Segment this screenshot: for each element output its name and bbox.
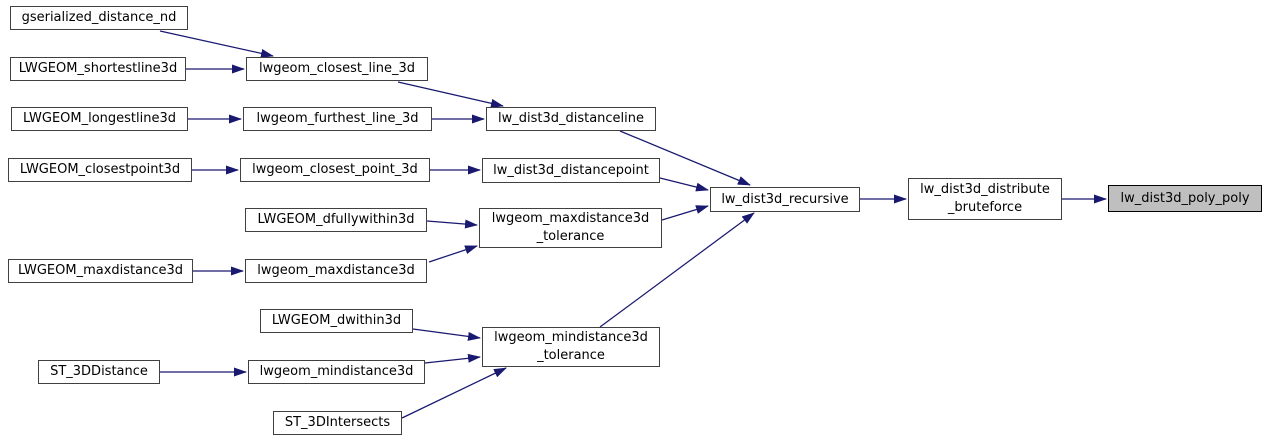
- node-label: LWGEOM_dwithin3d: [271, 313, 402, 328]
- node-label: lwgeom_maxdistance3d: [257, 263, 415, 278]
- node-label: lw_dist3d_recursive: [721, 191, 849, 207]
- node-lwgeom_furthest_line_3d[interactable]: lwgeom_furthest_line_3d: [243, 107, 432, 131]
- node-LWGEOM_closestpoint3d[interactable]: LWGEOM_closestpoint3d: [8, 158, 192, 182]
- node-ST_3DIntersects[interactable]: ST_3DIntersects: [273, 411, 402, 435]
- node-label: lw_dist3d_distanceline: [497, 111, 645, 126]
- node-lwgeom_mindistance3d_tolerance[interactable]: lwgeom_mindistance3d _tolerance: [482, 327, 660, 367]
- node-LWGEOM_maxdistance3d[interactable]: LWGEOM_maxdistance3d: [8, 259, 193, 283]
- node-label: lw_dist3d_distancepoint: [493, 162, 649, 178]
- node-label: _tolerance: [537, 348, 605, 363]
- node-gserialized_distance_nd[interactable]: gserialized_distance_nd: [10, 6, 188, 30]
- edge-lwgeom_closest_line_3d-to-lw_dist3d_distanceline: [397, 81, 504, 108]
- node-label: ST_3DDistance: [50, 364, 148, 379]
- node-label: lwgeom_closest_line_3d: [259, 61, 415, 76]
- edge-lw_dist3d_distanceline-to-lw_dist3d_recursive: [619, 130, 751, 186]
- node-LWGEOM_longestline3d[interactable]: LWGEOM_longestline3d: [11, 107, 188, 131]
- node-LWGEOM_dwithin3d[interactable]: LWGEOM_dwithin3d: [260, 309, 413, 333]
- node-LWGEOM_shortestline3d[interactable]: LWGEOM_shortestline3d: [10, 57, 186, 81]
- node-label: lw_dist3d_poly_poly: [1120, 190, 1250, 206]
- node-ST_3DDistance[interactable]: ST_3DDistance: [38, 360, 160, 384]
- node-label: _tolerance: [536, 229, 605, 244]
- node-lwgeom_closest_point_3d[interactable]: lwgeom_closest_point_3d: [240, 158, 430, 182]
- edge-lwgeom_maxdistance3d-to-lwgeom_maxdistance3d_tolerance: [428, 245, 478, 263]
- node-label: lwgeom_closest_point_3d: [252, 162, 418, 177]
- node-label: _bruteforce: [947, 200, 1023, 215]
- node-lw_dist3d_distribute_bruteforce[interactable]: lw_dist3d_distribute _bruteforce: [908, 178, 1062, 220]
- node-label: LWGEOM_closestpoint3d: [19, 162, 181, 177]
- edge-lwgeom_mindistance3d_tolerance-to-lw_dist3d_recursive: [599, 212, 755, 328]
- edge-lwgeom_mindistance3d-to-lwgeom_mindistance3d_tolerance: [424, 353, 481, 364]
- node-label: lw_dist3d_distribute: [920, 182, 1050, 197]
- node-LWGEOM_dfullywithin3d[interactable]: LWGEOM_dfullywithin3d: [245, 208, 427, 232]
- edge-LWGEOM_dwithin3d-to-lwgeom_mindistance3d_tolerance: [412, 328, 481, 341]
- node-label: LWGEOM_dfullywithin3d: [257, 212, 415, 227]
- node-lw_dist3d_recursive[interactable]: lw_dist3d_recursive: [710, 187, 860, 212]
- node-label: lwgeom_mindistance3d: [494, 330, 648, 345]
- node-label: ST_3DIntersects: [284, 415, 391, 430]
- node-label: LWGEOM_shortestline3d: [18, 61, 178, 76]
- node-lwgeom_maxdistance3d_tolerance[interactable]: lwgeom_maxdistance3d _tolerance: [479, 208, 662, 248]
- node-label: gserialized_distance_nd: [21, 10, 177, 25]
- edge-lw_dist3d_distancepoint-to-lw_dist3d_recursive: [659, 177, 709, 192]
- node-lw_dist3d_distancepoint[interactable]: lw_dist3d_distancepoint: [482, 158, 660, 183]
- edge-lwgeom_maxdistance3d_tolerance-to-lw_dist3d_recursive: [661, 205, 709, 221]
- edge-LWGEOM_dfullywithin3d-to-lwgeom_maxdistance3d_tolerance: [426, 219, 478, 229]
- node-label: lwgeom_furthest_line_3d: [256, 111, 419, 126]
- node-label: lwgeom_mindistance3d: [259, 364, 414, 379]
- edge-ST_3DIntersects-to-lwgeom_mindistance3d_tolerance: [401, 367, 507, 419]
- node-lwgeom_maxdistance3d[interactable]: lwgeom_maxdistance3d: [245, 259, 427, 283]
- node-lwgeom_mindistance3d[interactable]: lwgeom_mindistance3d: [248, 360, 425, 384]
- node-label: LWGEOM_longestline3d: [22, 111, 177, 126]
- node-label: lwgeom_maxdistance3d: [491, 211, 650, 226]
- node-lw_dist3d_distanceline[interactable]: lw_dist3d_distanceline: [486, 107, 656, 131]
- edge-gserialized_distance_nd-to-lwgeom_closest_line_3d: [159, 30, 274, 58]
- node-label: LWGEOM_maxdistance3d: [17, 263, 184, 278]
- node-lwgeom_closest_line_3d[interactable]: lwgeom_closest_line_3d: [246, 57, 428, 81]
- node-lw_dist3d_poly_poly: lw_dist3d_poly_poly: [1108, 185, 1262, 212]
